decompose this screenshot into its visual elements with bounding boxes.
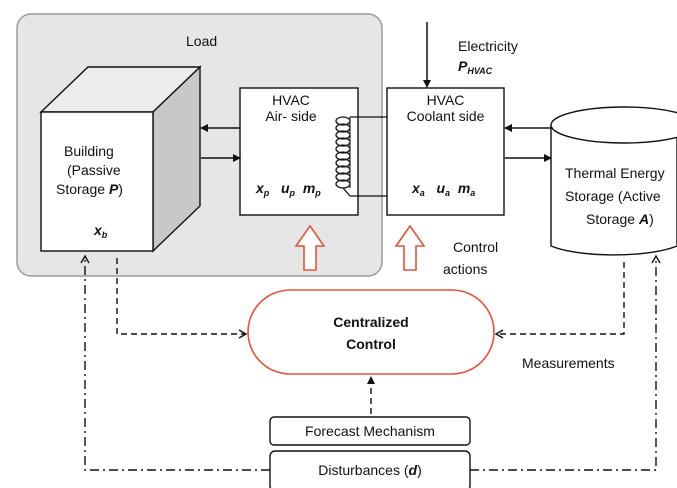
disturbance-to-storage-line <box>470 254 661 471</box>
hvac-air-subtitle: Air- side <box>265 108 317 124</box>
electricity-label: Electricity <box>458 38 518 54</box>
storage-label-line1: Thermal Energy <box>565 165 665 181</box>
building-label-line3: Storage P) <box>56 181 123 197</box>
storage-measurement-line <box>494 262 625 339</box>
hvac-coolant-side-box <box>386 87 505 216</box>
hvac-air-title: HVAC <box>272 92 310 108</box>
centralized-control-line2: Control <box>346 336 396 352</box>
measurements-label: Measurements <box>522 355 615 371</box>
disturbance-to-building-line <box>80 254 270 471</box>
control-actions-line2: actions <box>443 261 488 277</box>
heat-exchanger-coil <box>335 116 387 197</box>
hvac-air-vars: xp up mp <box>256 180 321 198</box>
forecast-mechanism-label: Forecast Mechanism <box>305 423 435 439</box>
hvac-coolant-vars: xa ua ma <box>412 180 476 198</box>
disturbances-box <box>269 450 471 488</box>
building-label-line2: (Passive <box>67 162 121 178</box>
load-title: Load <box>186 33 218 49</box>
centralized-control-box <box>247 289 495 375</box>
storage-label-line2: Storage (Active <box>565 188 661 204</box>
control-actions-line1: Control <box>453 239 499 255</box>
building-cube <box>39 65 202 253</box>
building-measurement-line <box>116 258 248 339</box>
centralized-control-line1: Centralized <box>333 314 409 330</box>
electricity-power-var: PHVAC <box>458 58 493 76</box>
storage-label-line3: Storage A) <box>586 211 654 227</box>
control-action-arrow-air <box>294 224 326 271</box>
control-action-arrow-coolant <box>394 224 426 271</box>
forecast-mechanism-box <box>269 416 471 446</box>
hvac-coolant-subtitle: Coolant side <box>406 108 485 124</box>
building-label-line1: Building <box>64 143 114 159</box>
disturbances-label: Disturbances (d) <box>318 462 422 478</box>
hvac-coolant-title: HVAC <box>426 92 465 108</box>
thermal-storage-cylinder <box>550 106 677 256</box>
building-state-var: xb <box>94 222 108 240</box>
